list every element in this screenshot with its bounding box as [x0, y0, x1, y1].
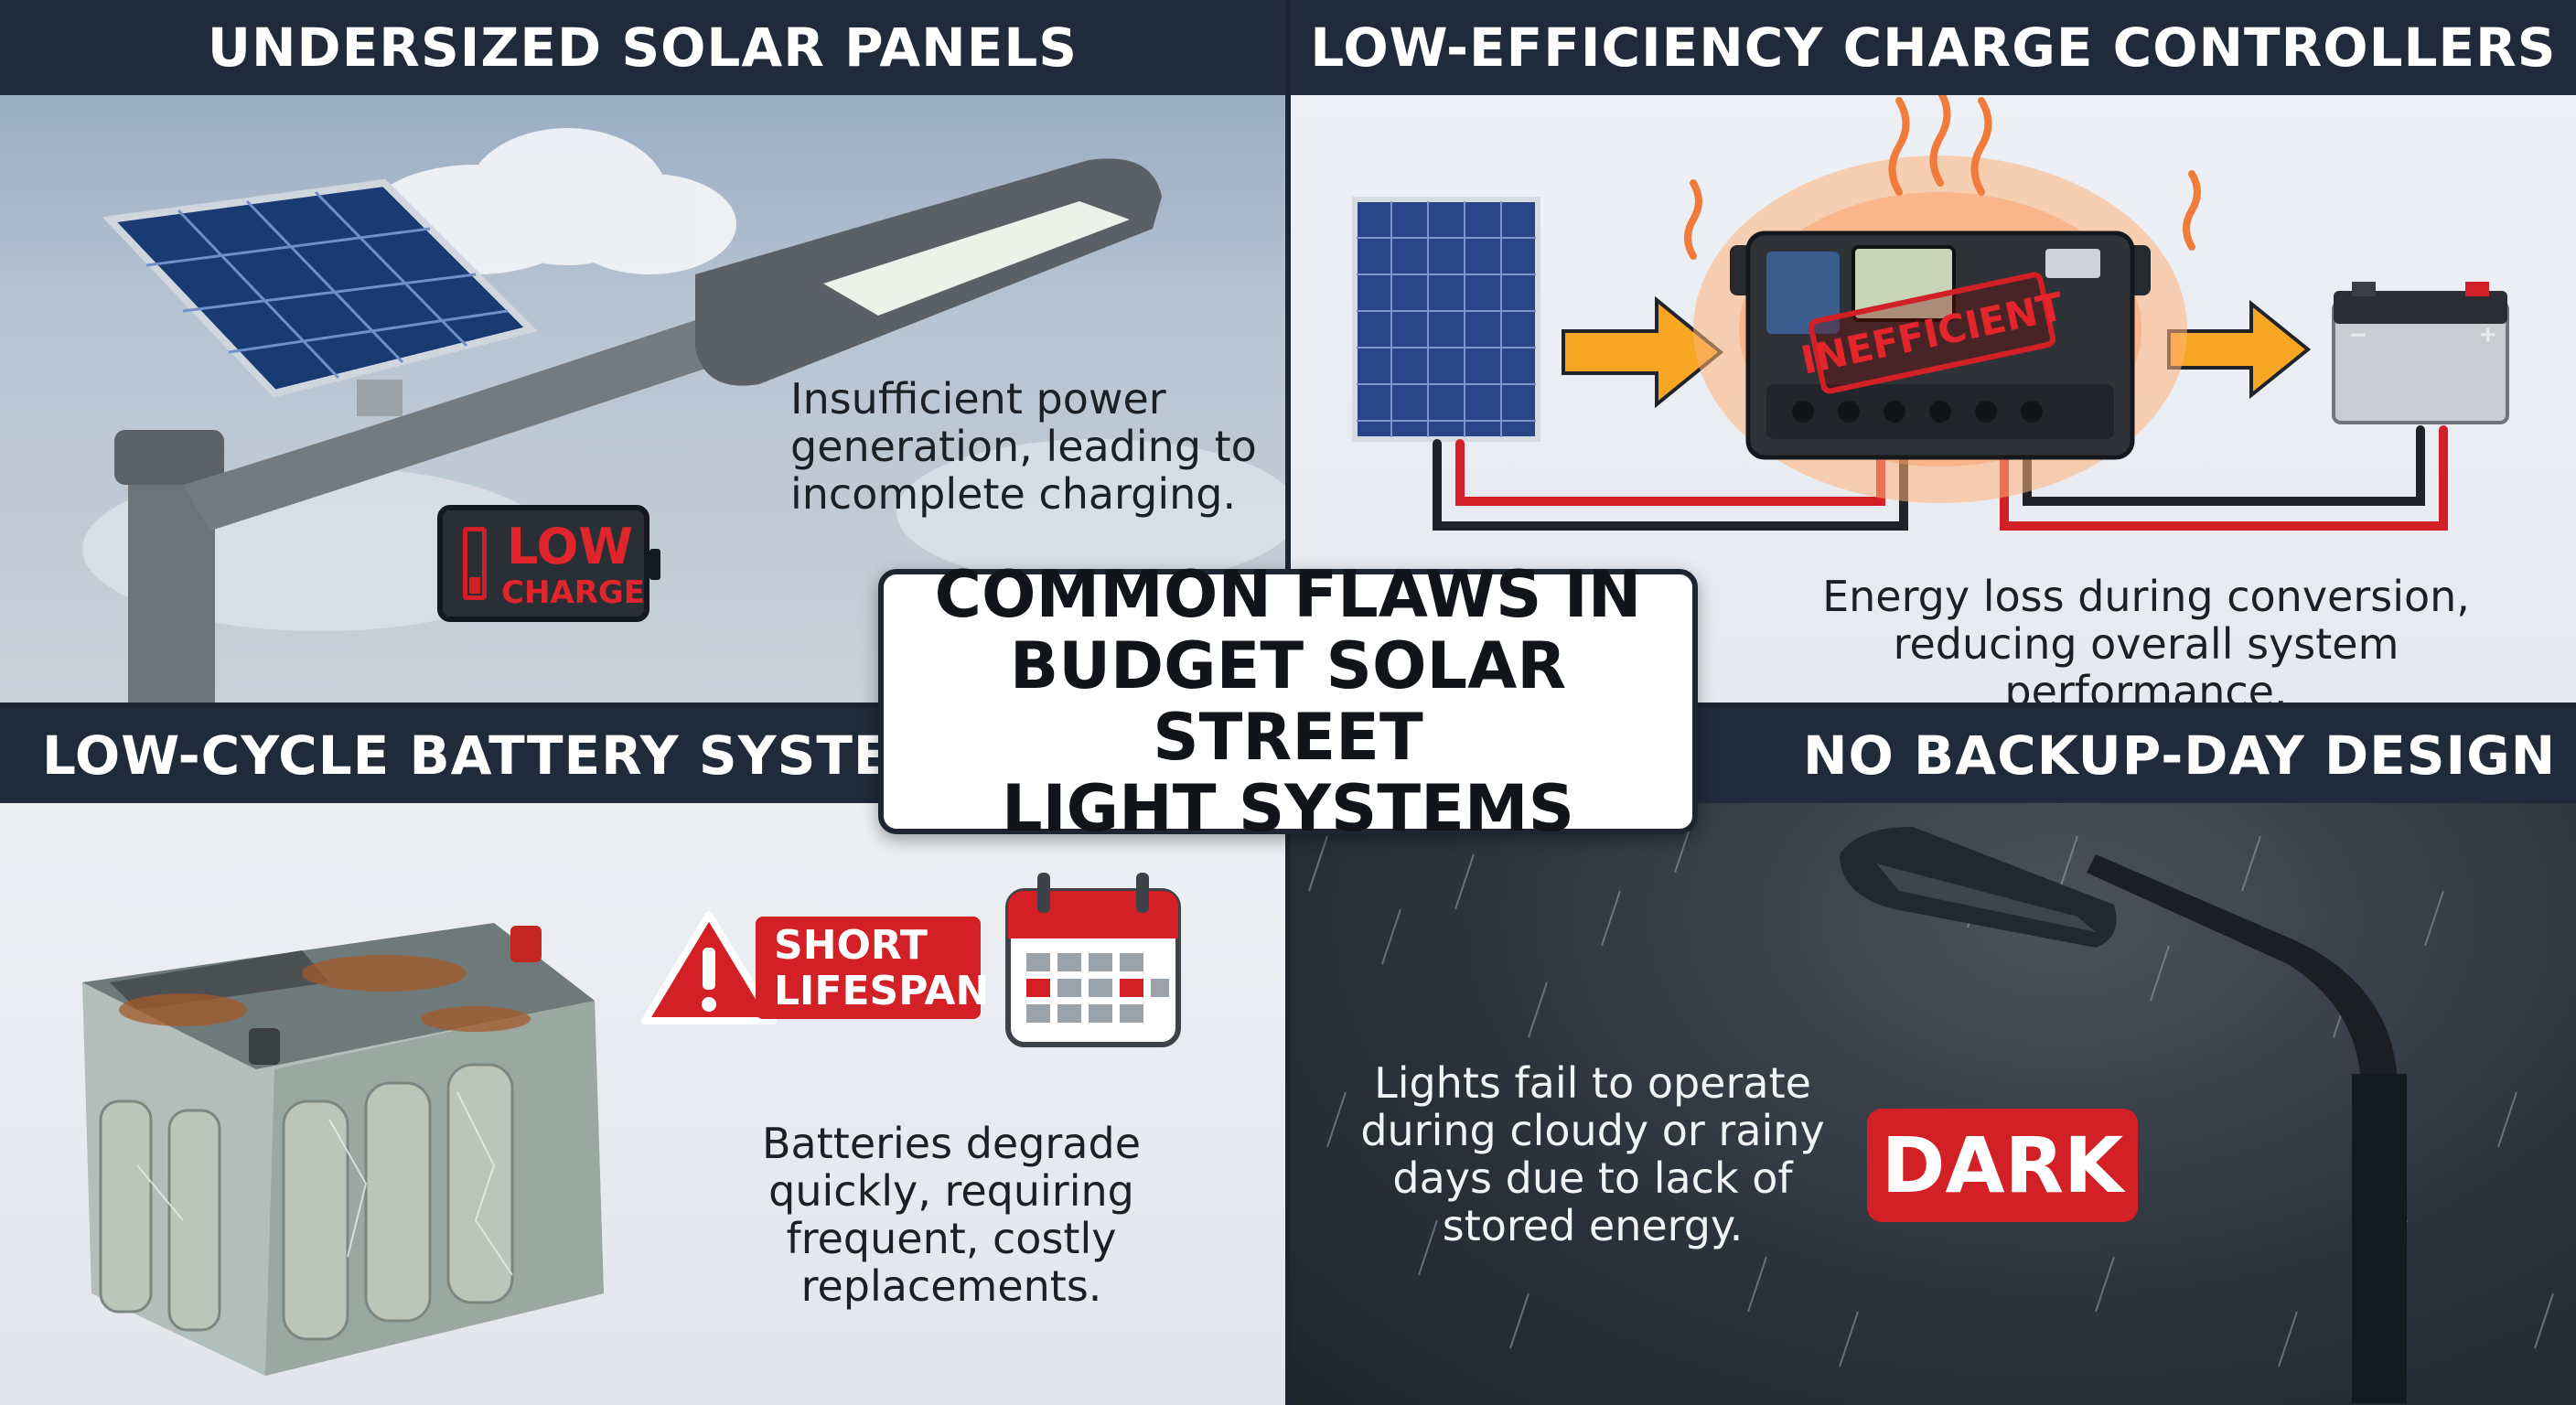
degraded-battery-illustration — [82, 873, 1181, 1376]
heading-low-efficiency-charge-controllers: LOW-EFFICIENCY CHARGE CONTROLLERS — [1291, 0, 2576, 95]
heat-waves-icon — [1684, 88, 2201, 260]
car-battery-icon — [2332, 282, 2509, 424]
description-no-backup-day-design: Lights fail to operate during cloudy or … — [1360, 1058, 1825, 1250]
heading-undersized-solar-panels: UNDERSIZED SOLAR PANELS — [0, 0, 1285, 95]
description-undersized-solar-panels: Insufficient power generation, leading t… — [790, 374, 1257, 519]
center-title-card: COMMON FLAWS IN BUDGET SOLAR STREET LIGH… — [878, 559, 1698, 844]
arrow-right-icon — [1562, 295, 1724, 409]
low-charge-label-line1: LOW — [507, 518, 633, 575]
short-lifespan-line1: SHORT — [774, 922, 928, 969]
battery-minus-label: − — [2350, 320, 2367, 350]
calendar-icon — [1005, 873, 1181, 1047]
low-charge-label-line2: CHARGE — [501, 574, 646, 611]
description-low-efficiency-charge-controllers: Energy loss during conversion, reducing … — [1822, 572, 2470, 702]
street-light-off-icon — [1840, 827, 2407, 1403]
page-title: COMMON FLAWS IN BUDGET SOLAR STREET LIGH… — [934, 557, 1642, 846]
dark-badge: DARK — [1867, 1109, 2138, 1222]
solar-panel-icon — [102, 178, 538, 416]
arrow-right-icon — [2167, 299, 2312, 400]
rainy-street-light-illustration — [1308, 817, 2554, 1403]
solar-panel-icon — [1352, 197, 1540, 442]
battery-plus-label: + — [2480, 320, 2496, 350]
dark-badge-label: DARK — [1881, 1121, 2124, 1210]
short-lifespan-line2: LIFESPAN — [774, 968, 990, 1014]
battery-low-icon — [463, 527, 487, 600]
description-low-cycle-battery-systems: Batteries degrade quickly, requiring fre… — [762, 1119, 1141, 1311]
short-lifespan-badge: SHORT LIFESPAN — [640, 911, 989, 1024]
low-charge-battery-badge: LOW CHARGE — [437, 505, 660, 622]
panel-undersized-solar-panels: UNDERSIZED SOLAR PANELS Insufficient pow… — [0, 0, 1285, 702]
battery-icon — [82, 923, 604, 1376]
charge-controller-icon — [1730, 231, 2151, 460]
charge-controller-diagram — [1352, 88, 2509, 531]
panel-low-efficiency-charge-controllers: LOW-EFFICIENCY CHARGE CONTROLLERS INEFFI… — [1291, 0, 2576, 702]
warning-icon — [641, 911, 777, 1024]
